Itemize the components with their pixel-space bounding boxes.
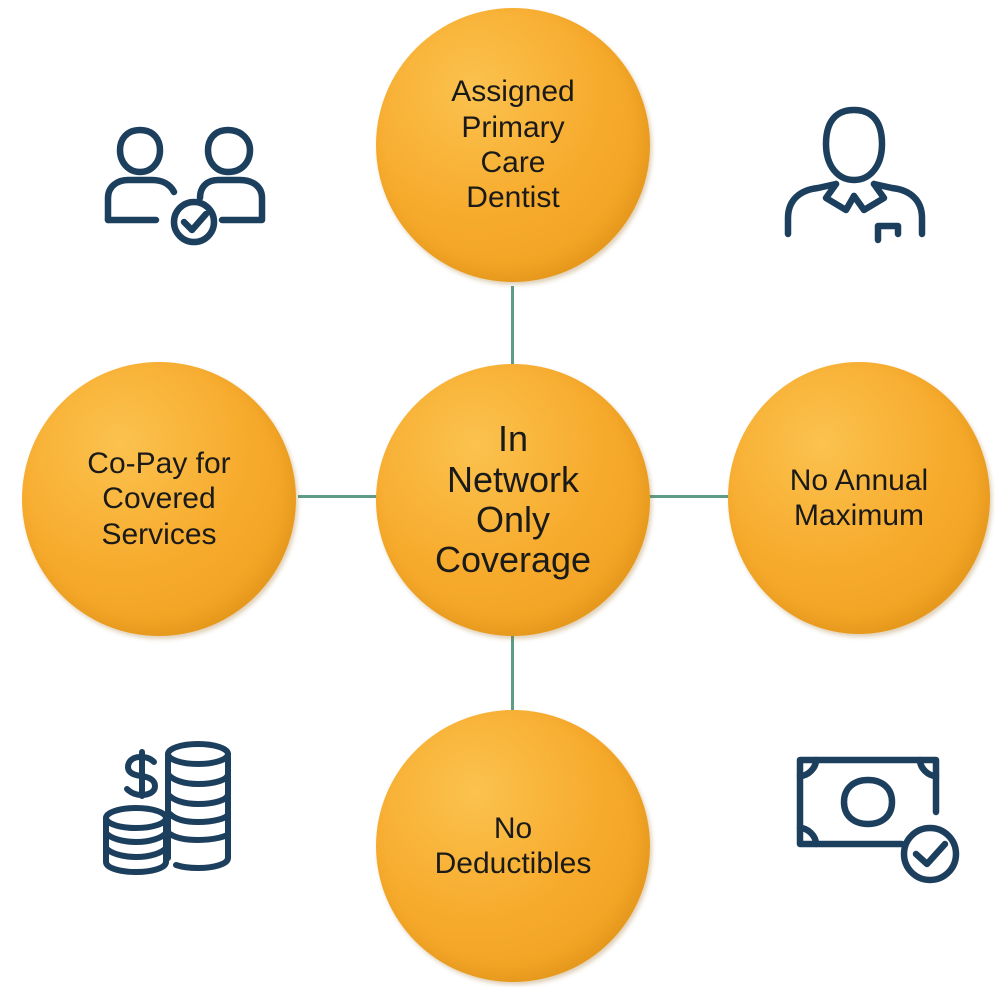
label-line: No Annual: [789, 463, 929, 497]
connector-bottom: [511, 634, 514, 710]
label-line: Dentist: [466, 181, 560, 215]
label-line: No: [493, 811, 533, 845]
node-co-pay: Co-Pay for Covered Services: [22, 362, 296, 636]
label-line: Maximum: [793, 499, 924, 532]
two-people-check-icon: [104, 122, 276, 248]
label-line: Primary: [461, 110, 565, 144]
node-assigned-dentist: Assigned Primary Care Dentist: [376, 8, 650, 282]
label-line: Coverage: [434, 539, 592, 581]
connector-left: [298, 495, 380, 498]
label-line: Co-Pay for: [87, 446, 231, 480]
node-no-deductibles: No Deductibles: [376, 710, 650, 982]
connector-top: [511, 286, 514, 366]
dentist-person-icon: [782, 104, 930, 244]
label-line: Only: [475, 499, 551, 540]
label-line: In: [497, 418, 529, 460]
banknote-check-icon: [796, 756, 962, 886]
label-line: Care: [480, 146, 546, 179]
connector-right: [648, 495, 728, 498]
label-line: Network: [446, 458, 580, 500]
node-no-annual-maximum: No Annual Maximum: [728, 362, 990, 634]
node-label: No Annual Maximum: [790, 463, 928, 534]
dollar-coins-icon: [100, 738, 236, 880]
node-center-coverage: In Network Only Coverage: [376, 364, 650, 636]
label-line: Deductibles: [434, 847, 592, 880]
node-label: Co-Pay for Covered Services: [87, 446, 230, 552]
center-label: In Network Only Coverage: [434, 418, 592, 581]
label-line: Covered: [102, 482, 216, 516]
label-line: Services: [101, 517, 217, 551]
label-line: Assigned: [451, 75, 575, 109]
node-label: No Deductibles: [435, 811, 592, 882]
node-label: Assigned Primary Care Dentist: [451, 74, 574, 216]
